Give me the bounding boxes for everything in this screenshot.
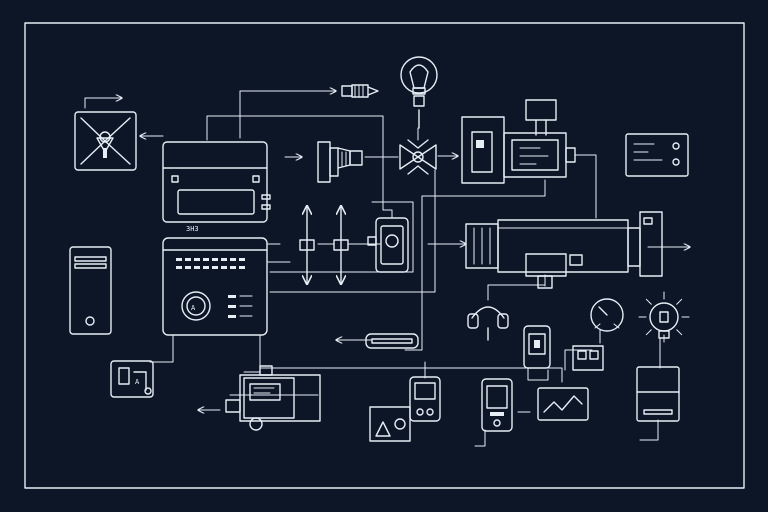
- walkie-talkie-icon[interactable]: [481, 378, 513, 432]
- terminal-panel-icon[interactable]: [367, 217, 409, 273]
- computer-tower-icon[interactable]: [69, 246, 112, 335]
- vent-slot: [212, 266, 218, 269]
- lightbulb-icon[interactable]: [400, 56, 438, 129]
- vent-slot: [221, 258, 227, 261]
- smartphone-icon[interactable]: [523, 325, 551, 369]
- glow-ray: [645, 298, 652, 305]
- monitor-chart-icon[interactable]: [537, 387, 589, 421]
- valve-diamond-icon[interactable]: [74, 111, 137, 171]
- machine-unit-icon[interactable]: [461, 99, 576, 184]
- warning-box-icon[interactable]: [369, 406, 411, 442]
- cabinet-icon[interactable]: [636, 366, 680, 422]
- vent-slot: [203, 258, 209, 261]
- gauge-icon[interactable]: [590, 298, 624, 332]
- connector-bar-icon[interactable]: [365, 333, 419, 349]
- connector-lines: [84, 91, 690, 447]
- headset-icon[interactable]: [467, 306, 509, 341]
- vent-slot: [194, 266, 200, 269]
- control-box-icon[interactable]: [572, 345, 604, 371]
- bidirectional-arrows: [299, 206, 349, 284]
- vent-slot: [221, 266, 227, 269]
- vent-slot: [176, 258, 182, 261]
- vent-slot: [239, 266, 245, 269]
- vent-slot: [230, 258, 236, 261]
- module-code-label: 3H3: [186, 225, 199, 233]
- gear-valve-icon[interactable]: [399, 139, 437, 175]
- glow-ray: [676, 298, 683, 305]
- glow-ray: [676, 329, 683, 336]
- console-badge-label: A: [135, 378, 140, 386]
- vent-slot: [212, 258, 218, 261]
- camera-icon[interactable]: [225, 365, 321, 431]
- outer-frame: [24, 22, 745, 489]
- vent-slot: [230, 266, 236, 269]
- vent-slot: [239, 258, 245, 261]
- info-panel-icon[interactable]: [625, 133, 689, 177]
- motor-cylinder-icon[interactable]: [465, 211, 663, 289]
- vent-slot: [203, 266, 209, 269]
- glow-ray: [645, 329, 652, 336]
- injector-icon[interactable]: [317, 141, 363, 183]
- server-display-label: A: [191, 304, 196, 312]
- handheld-console-icon[interactable]: A: [110, 360, 154, 398]
- spark-plug-icon[interactable]: [341, 84, 379, 98]
- vent-slot: [194, 258, 200, 261]
- vent-slot: [176, 266, 182, 269]
- remote-control-icon[interactable]: [409, 376, 441, 422]
- vent-slot: [185, 266, 191, 269]
- bulb-glow-icon[interactable]: [638, 291, 690, 343]
- vent-slot: [185, 258, 191, 261]
- server-rack-icon[interactable]: 3H3 A: [162, 141, 271, 336]
